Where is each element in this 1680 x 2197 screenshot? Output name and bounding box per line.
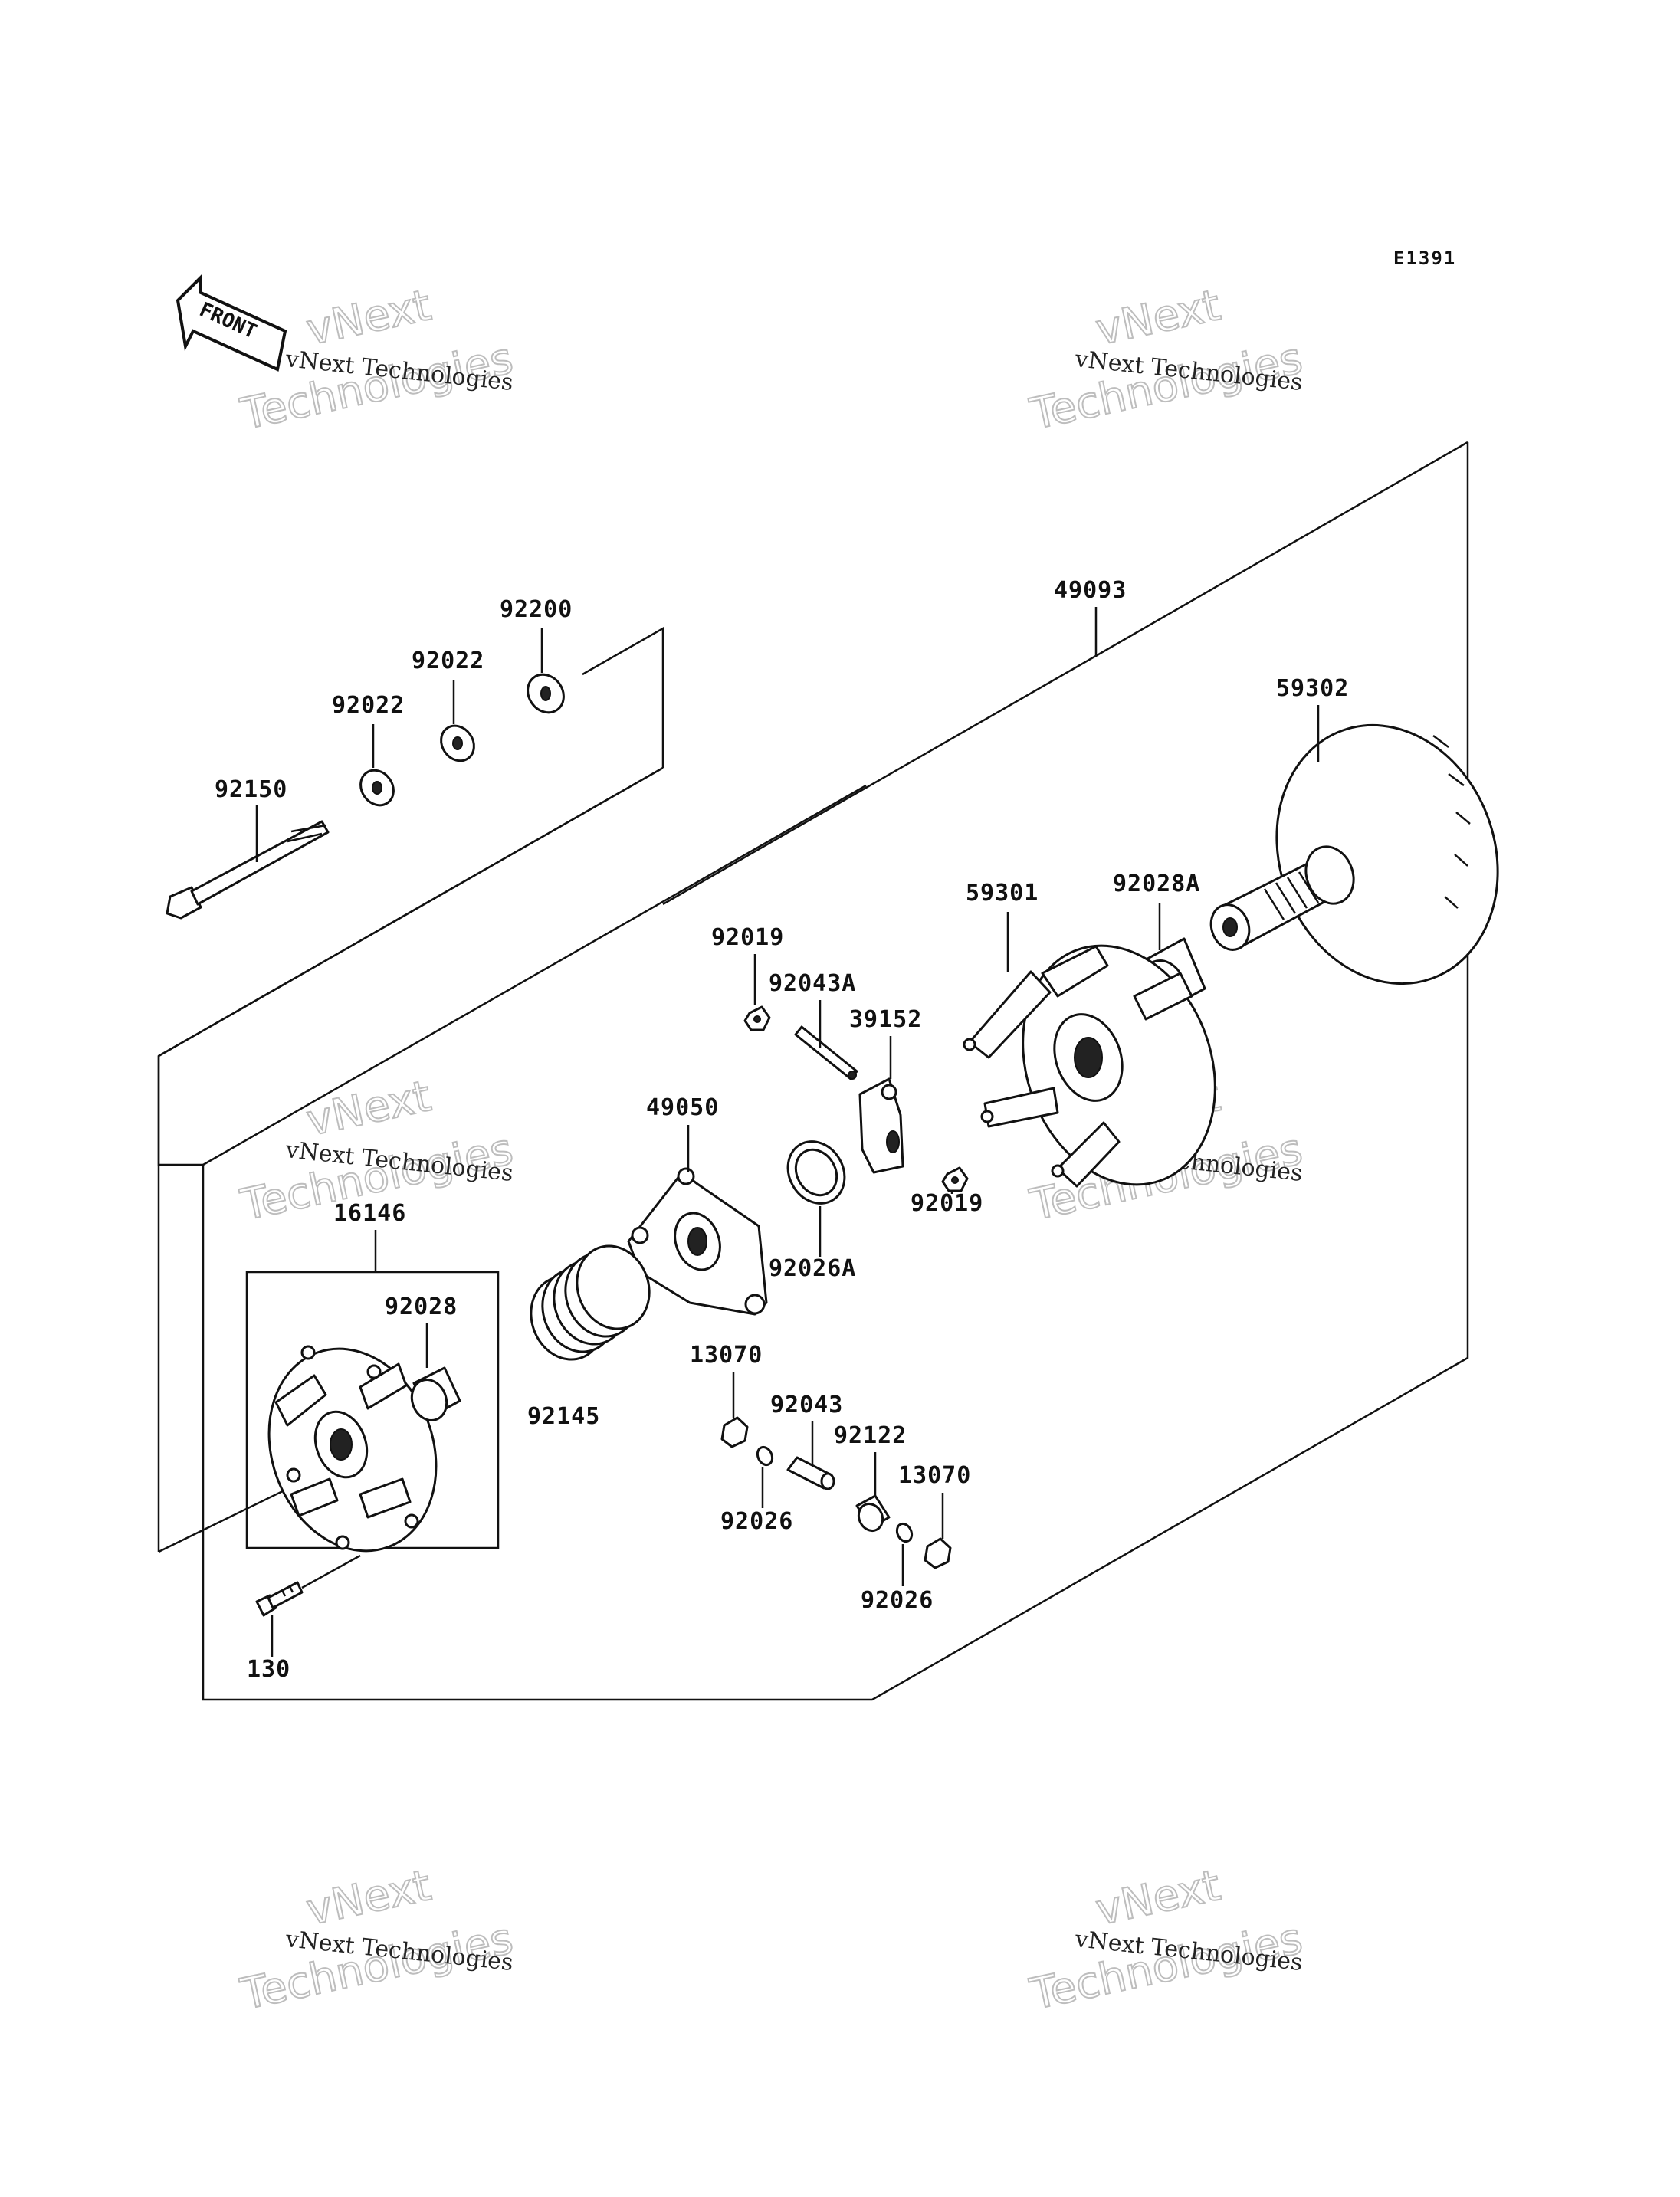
washer-92022-b [440,724,475,762]
pin-92043 [786,1456,835,1490]
label-92022-a: 92022 [332,692,405,719]
front-arrow-icon: FRONT [176,274,287,372]
cap-13070-a [720,1416,749,1448]
label-16146: 16146 [333,1200,406,1227]
watermark-bottom-left: vNext Technologies vNext Technologies [235,1860,517,2021]
label-92043A: 92043A [769,970,856,997]
label-92150: 92150 [215,776,287,803]
label-59301: 59301 [966,880,1039,907]
watermark-top-right: vNext Technologies vNext Technologies [1025,280,1307,441]
label-92026A: 92026A [769,1255,856,1282]
bushing-92028 [410,1366,461,1421]
movable-sheave-59301 [963,944,1216,1188]
spider-49050 [627,1167,768,1316]
weight-39152 [858,1077,904,1174]
label-92122: 92122 [834,1422,907,1449]
label-92019-a: 92019 [711,924,784,951]
label-49050: 49050 [646,1094,719,1121]
label-92200: 92200 [500,596,573,623]
watermark-bottom-right: vNext Technologies vNext Technologies [1025,1860,1307,2021]
svg-text:vNext: vNext [302,1071,435,1146]
cover-16146 [267,1345,438,1553]
label-39152: 39152 [849,1006,922,1033]
washer-92200 [527,673,565,714]
cap-13070-b [924,1537,952,1569]
svg-text:vNext: vNext [302,280,435,356]
roller-92122 [855,1494,891,1533]
nut-92019-b [941,1166,969,1192]
hardware-frame-top [158,766,664,1058]
pin-92043A [794,1025,858,1080]
label-92022-b: 92022 [412,648,484,674]
label-49093: 49093 [1054,577,1127,604]
label-130: 130 [247,1656,290,1683]
fixed-sheave-59302 [1209,723,1499,985]
svg-text:vNext: vNext [1091,1861,1225,1936]
label-92026-b: 92026 [861,1587,934,1614]
label-92019-b: 92019 [911,1190,983,1217]
svg-text:vNext: vNext [302,1861,435,1936]
hardware-frame [582,626,664,768]
washer-92026-a [756,1445,774,1467]
diagram-code: E1391 [1393,248,1456,269]
bolt-92150 [166,820,330,920]
label-92043: 92043 [770,1392,843,1418]
washer-92026-b [895,1522,914,1543]
label-59302: 59302 [1276,675,1349,702]
washer-92022-a [359,769,395,807]
spring-92145 [530,1244,651,1361]
label-92028A: 92028A [1113,871,1200,897]
label-13070-b: 13070 [898,1462,971,1489]
svg-text:vNext: vNext [1091,280,1225,356]
nut-92019-a [743,1005,771,1031]
label-92145: 92145 [527,1403,600,1430]
label-92026-a: 92026 [720,1508,793,1535]
washer-92026A [786,1140,846,1205]
label-92028: 92028 [385,1294,458,1320]
bolt-130 [255,1581,304,1617]
label-13070-a: 13070 [690,1342,763,1369]
